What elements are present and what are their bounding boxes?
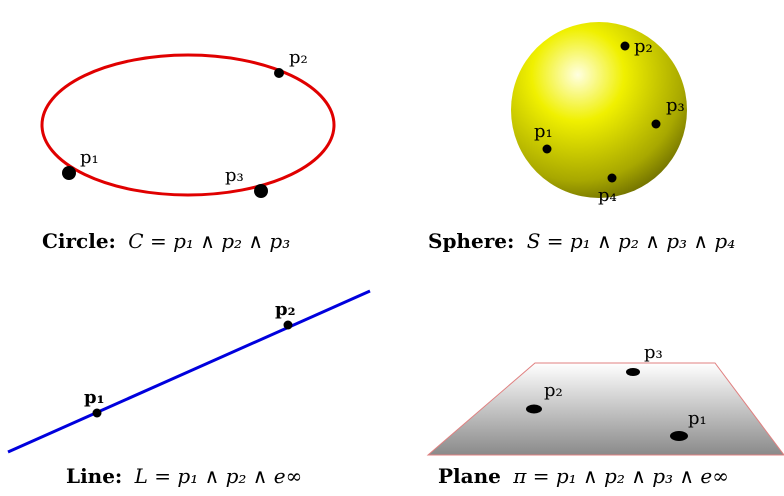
sphere-point-p1 — [542, 144, 552, 154]
sphere-panel: p₁ p₂ p₃ p₄ Sphere: S = p₁ ∧ p₂ ∧ p₃ ∧ p… — [428, 22, 735, 253]
plane-point-p3 — [626, 368, 640, 376]
circle-label-p2: p₂ — [289, 47, 308, 68]
plane-label-p2: p₂ — [544, 380, 563, 401]
line-point-p1 — [92, 408, 102, 418]
circle-label-p3: p₃ — [225, 165, 244, 186]
sphere-label-p2: p₂ — [634, 36, 653, 57]
circle-caption-formula: C = p₁ ∧ p₂ ∧ p₃ — [128, 229, 290, 253]
circle-curve — [40, 53, 336, 197]
sphere-caption-formula: S = p₁ ∧ p₂ ∧ p₃ ∧ p₄ — [527, 229, 736, 253]
plane-label-p3: p₃ — [644, 342, 663, 363]
plane-caption-formula: π = p₁ ∧ p₂ ∧ p₃ ∧ e∞ — [512, 464, 729, 488]
circle-caption-title: Circle: — [42, 229, 116, 253]
line-caption: Line: L = p₁ ∧ p₂ ∧ e∞ — [66, 464, 302, 488]
sphere-point-p4 — [607, 173, 617, 183]
plane-point-p2 — [526, 404, 542, 414]
sphere-point-p3 — [651, 119, 661, 129]
line-curve — [7, 289, 371, 454]
plane-caption-title: Plane — [438, 464, 501, 488]
sphere-point-p2 — [620, 41, 630, 51]
line-caption-title: Line: — [66, 464, 122, 488]
plane-panel: p₁ p₂ p₃ Plane π = p₁ ∧ p₂ ∧ p₃ ∧ e∞ — [426, 342, 784, 488]
sphere-label-p3: p₃ — [666, 95, 685, 116]
circle-label-p1: p₁ — [80, 147, 99, 168]
plane-point-p1 — [670, 431, 688, 441]
circle-point-p1 — [62, 166, 76, 180]
sphere-body — [511, 22, 687, 198]
sphere-caption: Sphere: S = p₁ ∧ p₂ ∧ p₃ ∧ p₄ — [428, 229, 735, 253]
line-point-p2 — [283, 320, 293, 330]
line-label-p2: p₂ — [275, 299, 295, 320]
sphere-label-p1: p₁ — [534, 121, 553, 142]
line-panel: p₁ p₂ Line: L = p₁ ∧ p₂ ∧ e∞ — [7, 289, 371, 488]
line-caption-formula: L = p₁ ∧ p₂ ∧ e∞ — [134, 464, 303, 488]
circle-point-p3 — [254, 184, 268, 198]
circle-caption: Circle: C = p₁ ∧ p₂ ∧ p₃ — [42, 229, 290, 253]
circle-panel: p₁ p₂ p₃ Circle: C = p₁ ∧ p₂ ∧ p₃ — [40, 47, 336, 253]
sphere-caption-title: Sphere: — [428, 229, 514, 253]
plane-surface — [426, 362, 784, 456]
line-label-p1: p₁ — [84, 387, 104, 408]
circle-point-p2 — [274, 68, 284, 78]
plane-caption: Plane π = p₁ ∧ p₂ ∧ p₃ ∧ e∞ — [438, 464, 729, 488]
sphere-label-p4: p₄ — [598, 185, 617, 206]
plane-label-p1: p₁ — [688, 408, 707, 429]
